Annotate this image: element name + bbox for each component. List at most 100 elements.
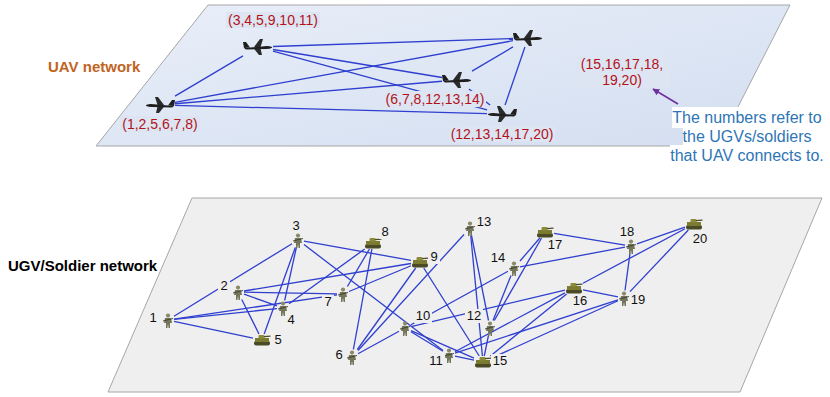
soldier-body xyxy=(294,238,302,248)
tank-turret xyxy=(370,238,376,242)
soldier-head xyxy=(341,287,345,291)
uav-tail xyxy=(243,42,250,48)
uav-node: (3,4,5,9,10,11) xyxy=(243,38,273,56)
uav-wing xyxy=(155,97,164,105)
soldier-rifle xyxy=(444,353,454,356)
soldier-icon xyxy=(399,321,411,336)
uav-tail xyxy=(510,109,517,115)
callout-note: The numbers refer to the UGVs/soldiers t… xyxy=(670,107,824,166)
ground-link xyxy=(411,271,508,324)
uav-icon-body xyxy=(442,72,471,88)
uav-icon-body xyxy=(488,106,517,122)
tank-hull xyxy=(255,338,269,342)
soldier-icon xyxy=(508,261,520,276)
uav-node: (15,16,17,18, 19,20) xyxy=(513,29,543,47)
soldier-icon xyxy=(484,321,496,336)
soldier-body xyxy=(339,292,347,302)
network-title: UAV network xyxy=(48,58,140,75)
unit-number: 12 xyxy=(465,309,483,324)
ground-link xyxy=(625,254,630,291)
tank-hull xyxy=(413,260,427,264)
uav-icon xyxy=(487,105,517,123)
uav-icon xyxy=(442,71,472,89)
uav-node: (1,2,5,6,7,8) xyxy=(145,96,175,114)
uav-wing xyxy=(497,106,506,114)
tank-barrel xyxy=(264,336,271,338)
tank-hull xyxy=(567,286,581,290)
soldier-rifle xyxy=(347,355,357,358)
soldier-node: 4 xyxy=(277,301,289,316)
ugv-node: 5 xyxy=(253,334,271,346)
ground-link xyxy=(490,294,566,356)
uav-link xyxy=(505,47,525,105)
soldier-head xyxy=(403,321,407,325)
tank-icon xyxy=(253,334,271,346)
ground-link xyxy=(493,276,511,321)
soldier-rifle xyxy=(338,292,348,295)
tank-turret xyxy=(417,257,423,261)
unit-number: 17 xyxy=(546,238,564,253)
soldier-rifle xyxy=(626,244,636,247)
soldier-body xyxy=(445,353,453,363)
soldier-rifle xyxy=(293,238,303,241)
ground-link xyxy=(484,336,488,357)
tank-icon xyxy=(411,256,429,268)
soldier-icon xyxy=(346,350,358,365)
soldier-head xyxy=(488,321,492,325)
soldier-body xyxy=(466,226,474,236)
ground-link xyxy=(630,230,688,292)
unit-number: 16 xyxy=(571,294,589,309)
uav-icon xyxy=(513,29,543,47)
unit-number: 2 xyxy=(218,279,229,294)
callout-note-box: The numbers refer to the UGVs/soldiers t… xyxy=(668,108,826,166)
uav-link xyxy=(175,56,243,96)
tank-icon xyxy=(536,226,554,238)
ugv-node: 15 xyxy=(474,356,492,368)
uav-link xyxy=(273,39,513,47)
soldier-body xyxy=(620,296,628,306)
uav-wing xyxy=(254,39,263,47)
soldier-rifle xyxy=(485,326,495,329)
ground-link xyxy=(358,331,399,353)
ground-link xyxy=(347,249,369,287)
ground-link xyxy=(554,233,625,245)
tank-hull xyxy=(476,360,490,364)
unit-number: 14 xyxy=(489,251,507,266)
ground-link xyxy=(411,332,443,352)
tank-hull xyxy=(538,230,552,234)
ground-link xyxy=(411,290,565,326)
soldier-rifle xyxy=(233,290,243,293)
unit-number: 6 xyxy=(333,348,344,363)
soldier-head xyxy=(236,285,240,289)
tank-turret xyxy=(480,357,486,361)
ground-link xyxy=(174,321,253,338)
soldier-node: 18 xyxy=(625,239,637,254)
soldier-body xyxy=(486,326,494,336)
soldier-head xyxy=(447,348,451,352)
unit-number: 10 xyxy=(414,309,432,324)
soldier-node: 2 xyxy=(232,285,244,300)
callout-arrow xyxy=(653,89,678,104)
soldier-body xyxy=(627,244,635,254)
ugv-node: 20 xyxy=(685,218,703,230)
uav-link xyxy=(472,47,513,71)
tank-icon xyxy=(685,218,703,230)
ground-link xyxy=(242,300,259,335)
unit-number: 7 xyxy=(322,295,333,310)
uav-icon-body xyxy=(243,39,272,55)
ground-link xyxy=(174,295,337,319)
soldier-head xyxy=(296,233,300,237)
uav-link xyxy=(273,49,442,77)
uav-tail xyxy=(168,100,175,106)
soldier-rifle xyxy=(278,306,288,309)
ground-link xyxy=(520,247,625,267)
soldier-node: 10 xyxy=(399,321,411,336)
soldier-head xyxy=(350,350,354,354)
unit-number: 9 xyxy=(428,250,439,265)
tank-turret xyxy=(691,219,697,223)
uav-icon xyxy=(145,96,175,114)
uav-wing xyxy=(524,30,533,38)
soldier-icon xyxy=(625,239,637,254)
uav-target-list: (1,2,5,6,7,8) xyxy=(120,116,200,132)
soldier-node: 12 xyxy=(484,321,496,336)
